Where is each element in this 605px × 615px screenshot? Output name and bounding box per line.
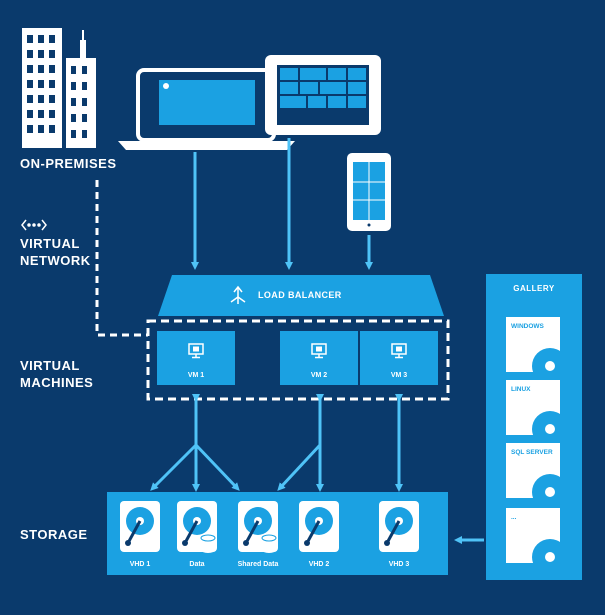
network-icon	[21, 219, 47, 231]
gallery-item-label: LINUX	[511, 386, 531, 393]
disc-icon	[532, 539, 560, 563]
virtual-network-label: VIRTUAL NETWORK	[20, 235, 91, 269]
storage-label: STORAGE	[20, 527, 88, 542]
virtual-machines-line2: MACHINES	[20, 375, 94, 390]
vm-label: VM 1	[187, 372, 205, 379]
load-balancer-shape	[158, 275, 444, 316]
tablet-icon	[265, 55, 381, 135]
gallery-item-windows[interactable]: WINDOWS	[506, 317, 560, 372]
disc-icon	[532, 348, 560, 372]
gallery-item-label: WINDOWS	[511, 323, 544, 330]
gallery-item-label: ...	[511, 514, 517, 521]
storage-item-label: VHD 1	[129, 561, 151, 568]
vm-label: VM 2	[310, 372, 328, 379]
hard-disk-icon	[299, 501, 339, 552]
gallery-item-label: SQL SERVER	[511, 449, 553, 456]
storage-item-label: VHD 3	[388, 561, 410, 568]
vpn-link	[95, 180, 148, 337]
load-balancer-icon	[230, 285, 246, 304]
phone-icon	[347, 153, 391, 231]
disc-icon	[532, 474, 560, 498]
gallery-item-sql-server[interactable]: SQL SERVER	[506, 443, 560, 498]
building-icon	[22, 28, 96, 148]
storage-links	[150, 394, 403, 492]
load-balancer-label: LOAD BALANCER	[258, 290, 342, 300]
gallery-item-linux[interactable]: LINUX	[506, 380, 560, 435]
hard-disk-icon	[120, 501, 160, 552]
gallery-title: GALLERY	[513, 284, 555, 293]
virtual-machines-line1: VIRTUAL	[20, 358, 80, 373]
on-premises-label: ON-PREMISES	[20, 156, 117, 171]
vm-box-1[interactable]: VM 1	[157, 331, 235, 385]
monitor-icon	[188, 343, 204, 359]
hard-disk-icon	[379, 501, 419, 552]
virtual-machines-label: VIRTUAL MACHINES	[20, 357, 93, 391]
gallery-item-more[interactable]: ...	[506, 508, 560, 563]
monitor-icon	[391, 343, 407, 359]
monitor-icon	[311, 343, 327, 359]
database-icon	[200, 534, 216, 553]
disc-icon	[532, 411, 560, 435]
virtual-network-line1: VIRTUAL	[20, 236, 80, 251]
virtual-network-line2: NETWORK	[20, 253, 91, 268]
vm-group-box	[146, 319, 450, 401]
vm-box-2[interactable]: VM 2	[280, 331, 358, 385]
database-icon	[261, 534, 277, 553]
storage-item-label: VHD 2	[308, 561, 330, 568]
vm-label: VM 3	[390, 372, 408, 379]
vm-box-3[interactable]: VM 3	[360, 331, 438, 385]
storage-item-label: Data	[189, 561, 205, 568]
storage-item-label: Shared Data	[237, 561, 279, 568]
client-arrows	[191, 138, 373, 270]
